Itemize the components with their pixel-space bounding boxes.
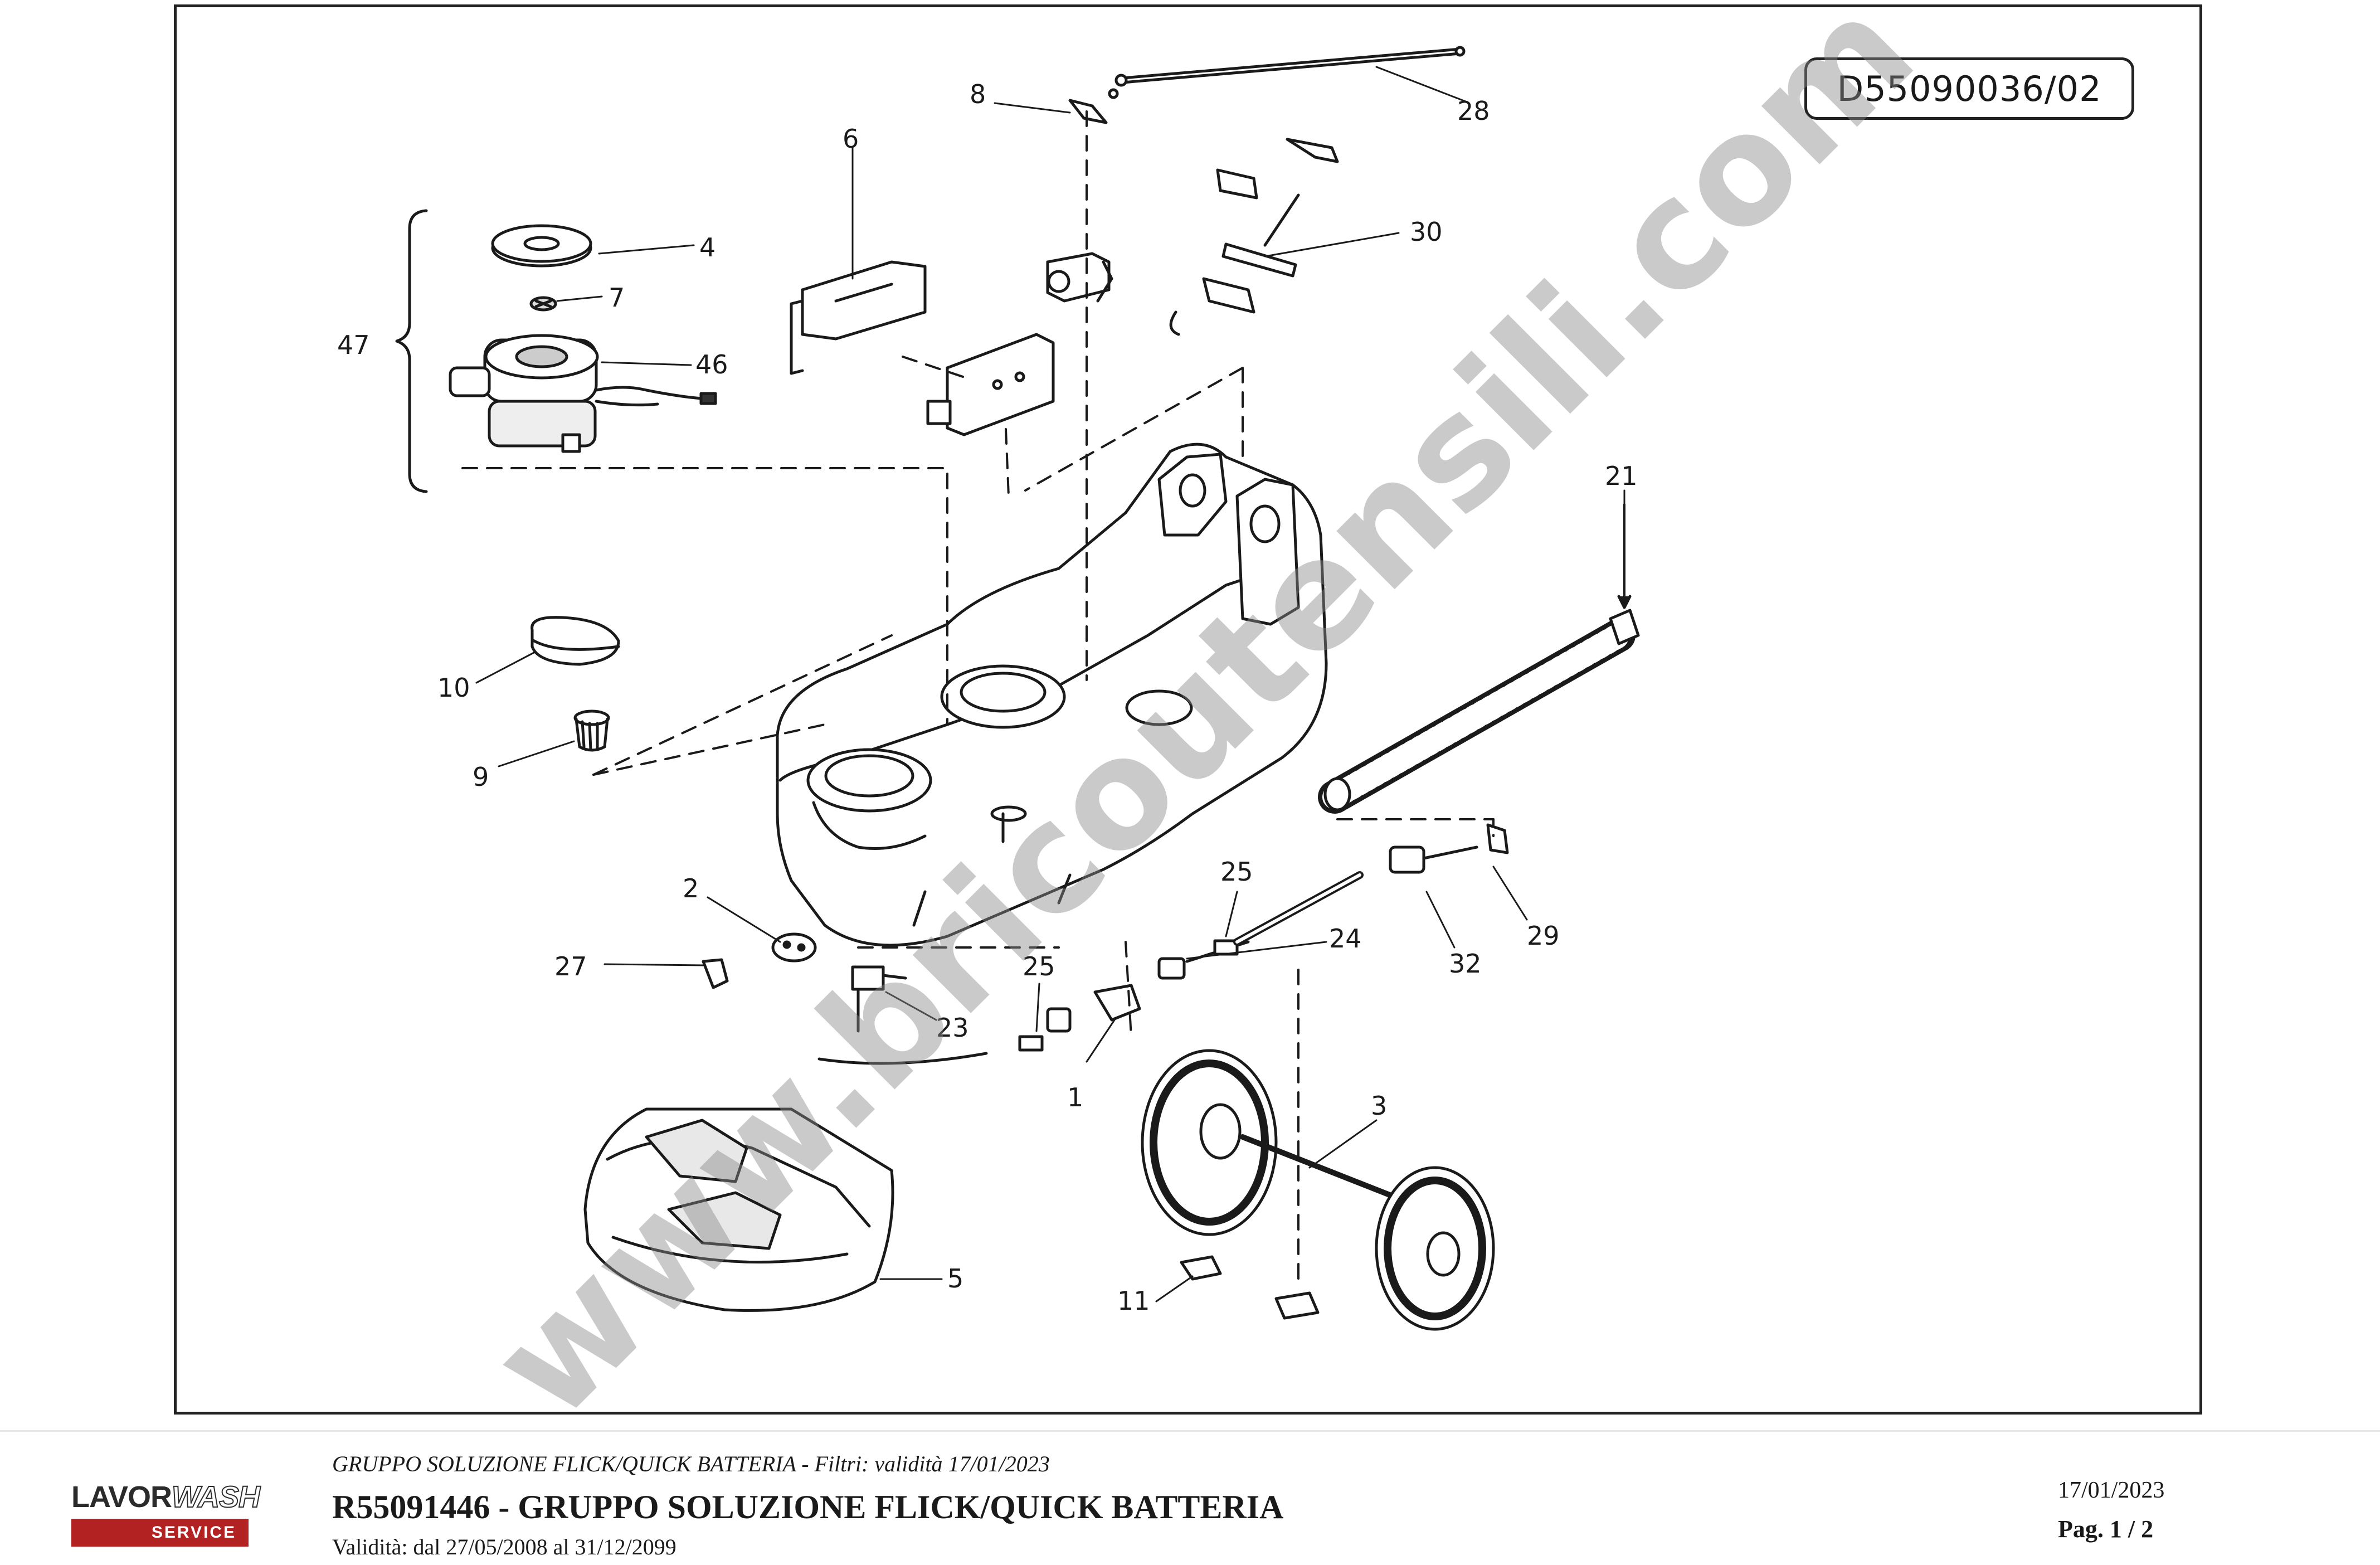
filter-line: GRUPPO SOLUZIONE FLICK/QUICK BATTERIA - …: [332, 1451, 1050, 1476]
label-6: 6: [843, 124, 859, 154]
part-30-lever: [1169, 138, 1339, 336]
part-9-filter: [573, 709, 610, 752]
part-23-valve: [851, 965, 907, 1033]
part-21-hose: [1318, 503, 1640, 814]
diagram-frame: [174, 4, 2202, 1415]
label-2: 2: [683, 873, 699, 903]
label-24: 24: [1329, 924, 1362, 954]
label-8: 8: [970, 79, 986, 109]
logo-service-bar: SERVICE: [71, 1519, 249, 1547]
part-25-fitting-left: [1018, 1007, 1072, 1052]
label-10: 10: [437, 673, 470, 703]
label-32: 32: [1449, 949, 1482, 979]
drawing-code: D55090036/02: [1837, 68, 2102, 109]
page-title: R55091446 - GRUPPO SOLUZIONE FLICK/QUICK…: [332, 1489, 1284, 1525]
label-5: 5: [947, 1263, 963, 1294]
part-46-motor: [449, 334, 717, 453]
label-47: 47: [337, 330, 370, 360]
drawing-code-box: D55090036/02: [1804, 57, 2134, 120]
assembly-47-bracket: [395, 209, 428, 493]
part-28-cable: [1114, 46, 1466, 87]
control-board: [926, 252, 1113, 436]
part-8-clip: [1068, 88, 1119, 124]
label-27: 27: [554, 951, 587, 981]
part-5-skirt: [583, 1107, 894, 1312]
label-28: 28: [1457, 96, 1490, 126]
label-21: 21: [1605, 461, 1638, 491]
label-25-left: 25: [1023, 951, 1055, 981]
part-24-fitting: [1157, 871, 1364, 980]
label-11: 11: [1117, 1286, 1150, 1316]
validity-text: Validità: dal 27/05/2008 al 31/12/2099: [332, 1534, 676, 1559]
part-10-cap: [530, 616, 620, 666]
part-4-ring: [491, 224, 592, 268]
label-23: 23: [936, 1013, 969, 1043]
label-9: 9: [473, 762, 489, 792]
part-3-wheels: [1141, 1049, 1495, 1331]
logo-brand-b: WASH: [171, 1480, 261, 1514]
label-46: 46: [695, 349, 728, 380]
assembly-dashed-lines: [461, 110, 1495, 1283]
label-29: 29: [1527, 921, 1560, 951]
part-labels: 1 2 3 4 5 6 7 8 9 10 11 21 23 24 25 25 2…: [337, 79, 1638, 1316]
part-7-washer: [529, 296, 557, 312]
label-4: 4: [699, 232, 716, 263]
label-7: 7: [609, 283, 625, 313]
label-1: 1: [1067, 1082, 1083, 1112]
logo-brand-a: LAVOR: [71, 1480, 172, 1514]
logo-service-text: SERVICE: [151, 1523, 236, 1542]
part-1-bracket: [1093, 984, 1141, 1022]
leader-lines: [475, 66, 1625, 1302]
part-11-clips: [1180, 1255, 1320, 1320]
label-3: 3: [1371, 1091, 1387, 1121]
part-32-tee: [1389, 823, 1509, 874]
label-30: 30: [1410, 217, 1443, 247]
document-date: 17/01/2023: [2058, 1477, 2165, 1503]
page-number: Pag. 1 / 2: [2058, 1515, 2154, 1543]
part-2-valve: [771, 932, 817, 963]
label-25-top: 25: [1220, 857, 1253, 887]
tube: [817, 1052, 988, 1065]
footer-separator: [0, 1430, 2380, 1432]
part-27-clip: [702, 958, 729, 989]
part-6-plate: [790, 260, 927, 375]
base-body: [776, 443, 1328, 947]
